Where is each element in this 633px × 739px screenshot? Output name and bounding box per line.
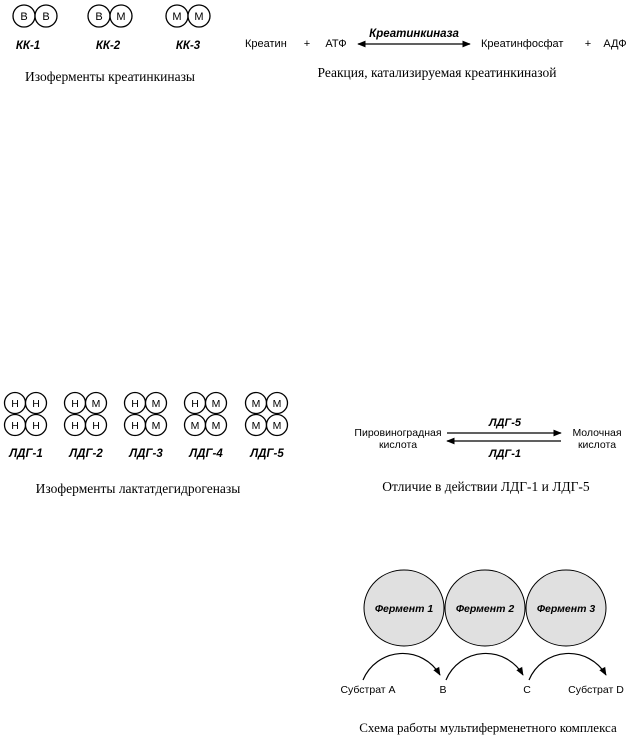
kk-reaction-panel: Креатин + АТФ Креатинкиназа Креатинфосфа… [245, 28, 627, 80]
subunit-label: M [172, 11, 181, 23]
subunit-label: M [212, 420, 221, 432]
reaction-atp: АТФ [325, 38, 346, 50]
isoform-name: КК-2 [96, 40, 121, 52]
subunit-label: M [116, 11, 125, 23]
reaction-caption: Реакция, катализируемая креатинкиназой [318, 65, 557, 80]
substrate-a-label: Субстрат A [340, 684, 395, 696]
ldh-isoform-2: H M H H ЛДГ-2 [63, 391, 108, 460]
subunit-circle [204, 391, 228, 415]
subunit-circle [265, 391, 289, 415]
subunit-circle [265, 413, 289, 437]
subunit-label: M [194, 11, 203, 23]
subunit-circle [34, 4, 58, 28]
enzyme-3-ellipse [525, 569, 607, 647]
subunit-circle [144, 391, 168, 415]
kk-caption: Изоферменты креатинкиназы [25, 69, 195, 84]
subunit-label: H [71, 398, 79, 410]
kk-isoform-3: M M КК-3 [165, 4, 211, 52]
isoform-name: ЛДГ-4 [188, 448, 223, 460]
conversion-arrow-2 [445, 652, 524, 681]
ldh-isoform-4: H M M M ЛДГ-4 [183, 391, 228, 460]
subunit-label: M [152, 398, 161, 410]
subunit-circle [24, 391, 48, 415]
subunit-label: M [152, 420, 161, 432]
multienzyme-panel: Фермент 1 Фермент 2 Фермент 3 Субстрат A… [340, 569, 624, 735]
reaction-adp: АДФ [603, 38, 626, 50]
subunit-circle [84, 391, 108, 415]
ldh-action-panel: Пировиноградная кислота Молочная кислота… [354, 417, 621, 494]
ldh-isoform-5: M M M M ЛДГ-5 [244, 391, 289, 460]
subunit-circle [24, 413, 48, 437]
ldh-isoforms-panel: H H H H ЛДГ-1 H M H H ЛДГ-2 H M H M [3, 391, 289, 496]
isoform-name: КК-1 [16, 40, 40, 52]
subunit-circle [204, 413, 228, 437]
subunit-label: M [273, 398, 282, 410]
subunit-label: H [32, 420, 40, 432]
multienzyme-caption: Схема работы мультиферменетного комплекс… [359, 720, 617, 735]
subunit-label: H [71, 420, 79, 432]
subunit-circle [84, 413, 108, 437]
ldh-action-caption: Отличие в действии ЛДГ-1 и ЛДГ-5 [382, 479, 590, 494]
subunit-circle [109, 4, 133, 28]
reaction-enzyme: Креатинкиназа [369, 28, 459, 40]
ldh1-label: ЛДГ-1 [488, 448, 521, 460]
enzyme-2-ellipse [444, 569, 526, 647]
subunit-label: H [131, 420, 139, 432]
subunit-label: H [11, 420, 19, 432]
subunit-label: H [191, 398, 199, 410]
enzyme-1-label: Фермент 1 [375, 603, 434, 615]
subunit-circle [144, 413, 168, 437]
kk-isoform-2: B M КК-2 [87, 4, 133, 52]
subunit-circle [187, 4, 211, 28]
enzyme-1-ellipse [363, 569, 445, 647]
reaction-plus: + [304, 38, 310, 50]
pyruvic-acid-line2: кислота [379, 439, 417, 451]
lactic-acid-line2: кислота [578, 439, 616, 451]
ldh-caption: Изоферменты лактатдегидрогеназы [36, 481, 241, 496]
ldh-isoform-3: H M H M ЛДГ-3 [123, 391, 168, 460]
conversion-arrow-1 [362, 652, 441, 681]
subunit-label: M [92, 398, 101, 410]
isoform-name: ЛДГ-3 [128, 448, 163, 460]
kk-isoform-1: B B КК-1 [12, 4, 58, 52]
subunit-label: B [42, 11, 49, 23]
subunit-label: H [131, 398, 139, 410]
ldh-isoform-1: H H H H ЛДГ-1 [3, 391, 48, 460]
subunit-label: M [191, 420, 200, 432]
subunit-label: M [212, 398, 221, 410]
subunit-label: M [273, 420, 282, 432]
subunit-label: B [20, 11, 27, 23]
substrate-d-label: Субстрат D [568, 684, 624, 696]
substrate-b-label: B [439, 684, 446, 696]
lactic-acid-line1: Молочная [572, 427, 621, 439]
substrate-c-label: C [523, 684, 531, 696]
subunit-label: H [32, 398, 40, 410]
reaction-creatine: Креатин [245, 38, 287, 50]
reaction-creatine-phosphate: Креатинфосфат [481, 38, 563, 50]
subunit-label: H [92, 420, 100, 432]
isoform-name: КК-3 [176, 40, 201, 52]
subunit-label: B [95, 11, 102, 23]
subunit-label: M [252, 420, 261, 432]
conversion-arrow-3 [528, 652, 607, 681]
subunit-label: H [11, 398, 19, 410]
enzyme-3-label: Фермент 3 [537, 603, 596, 615]
kk-isoforms-panel: B B КК-1 B M КК-2 M M КК-3 Изоферменты к… [12, 4, 211, 84]
pyruvic-acid-line1: Пировиноградная [354, 427, 441, 439]
subunit-label: M [252, 398, 261, 410]
isoform-name: ЛДГ-2 [68, 448, 103, 460]
enzyme-2-label: Фермент 2 [456, 603, 515, 615]
ldh5-label: ЛДГ-5 [488, 417, 522, 429]
isoform-name: ЛДГ-5 [249, 448, 284, 460]
reaction-plus: + [585, 38, 591, 50]
isoform-name: ЛДГ-1 [8, 448, 43, 460]
